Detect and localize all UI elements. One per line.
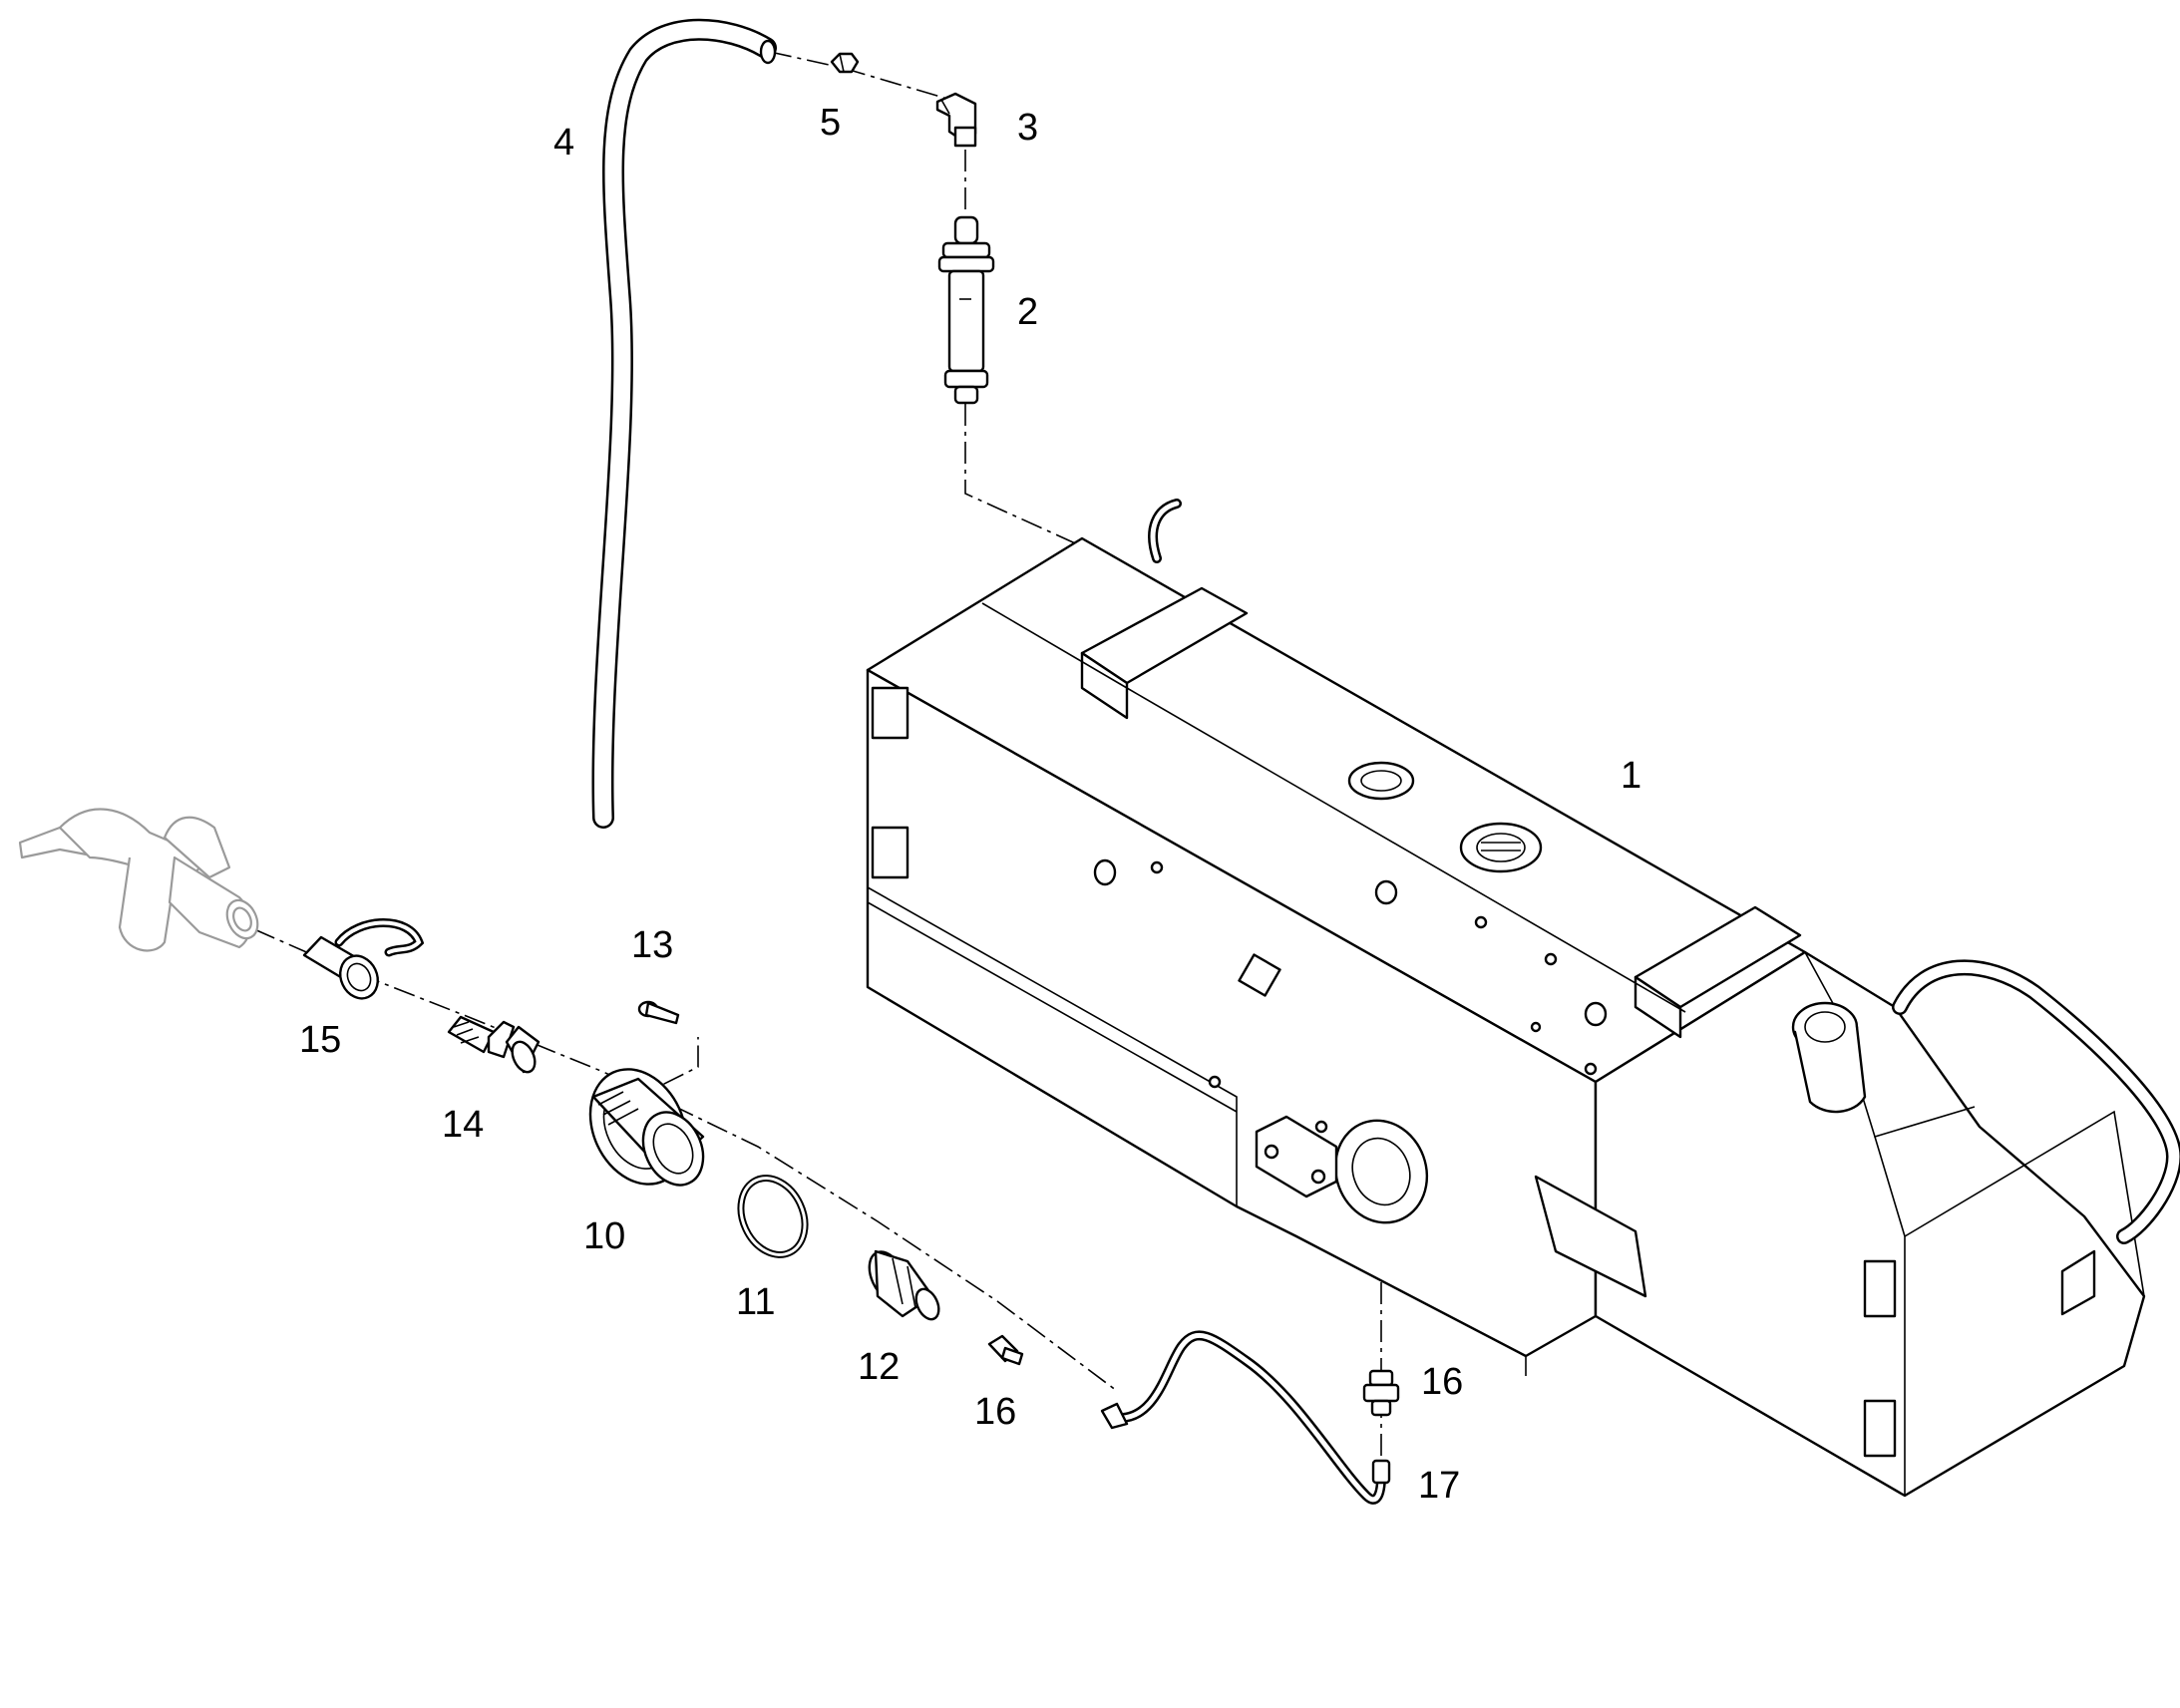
callout-11: 11 [736,1281,775,1323]
part-12-reducer [868,1249,940,1321]
part-14-threaded-adapter [447,1015,541,1074]
part-3-elbow-fitting [935,92,977,148]
callout-17: 17 [1418,1465,1460,1507]
callout-16-right: 16 [1421,1361,1463,1403]
callout-1: 1 [1621,755,1641,797]
part-11-o-ring [737,1175,809,1258]
part-17-drain-hose [1100,1330,1391,1505]
callout-5: 5 [820,102,841,144]
part-16-fitting-right [1362,1369,1400,1417]
part-16-fitting-left [987,1334,1024,1366]
part-2-vent-valve [937,215,995,405]
part-15-dust-cap [302,918,425,1000]
callout-2: 2 [1017,291,1038,333]
callout-3: 3 [1017,107,1038,149]
part-10-filler-flange [588,1068,705,1187]
fuel-nozzle-reference [18,808,259,952]
callout-15: 15 [299,1019,341,1061]
callout-16-left: 16 [974,1391,1016,1433]
callout-10: 10 [583,1215,625,1257]
part-1-fuel-tank [866,499,2180,1498]
callout-14: 14 [442,1104,484,1146]
callout-4: 4 [553,122,574,164]
part-4-vent-hose [591,18,777,829]
callout-13: 13 [631,924,673,966]
callout-12: 12 [858,1346,900,1388]
callout-labels: 1 2 3 4 5 10 11 12 13 14 15 16 16 17 [299,102,1641,1507]
part-5-hose-clamp [830,52,860,74]
part-13-screw [637,1000,680,1025]
